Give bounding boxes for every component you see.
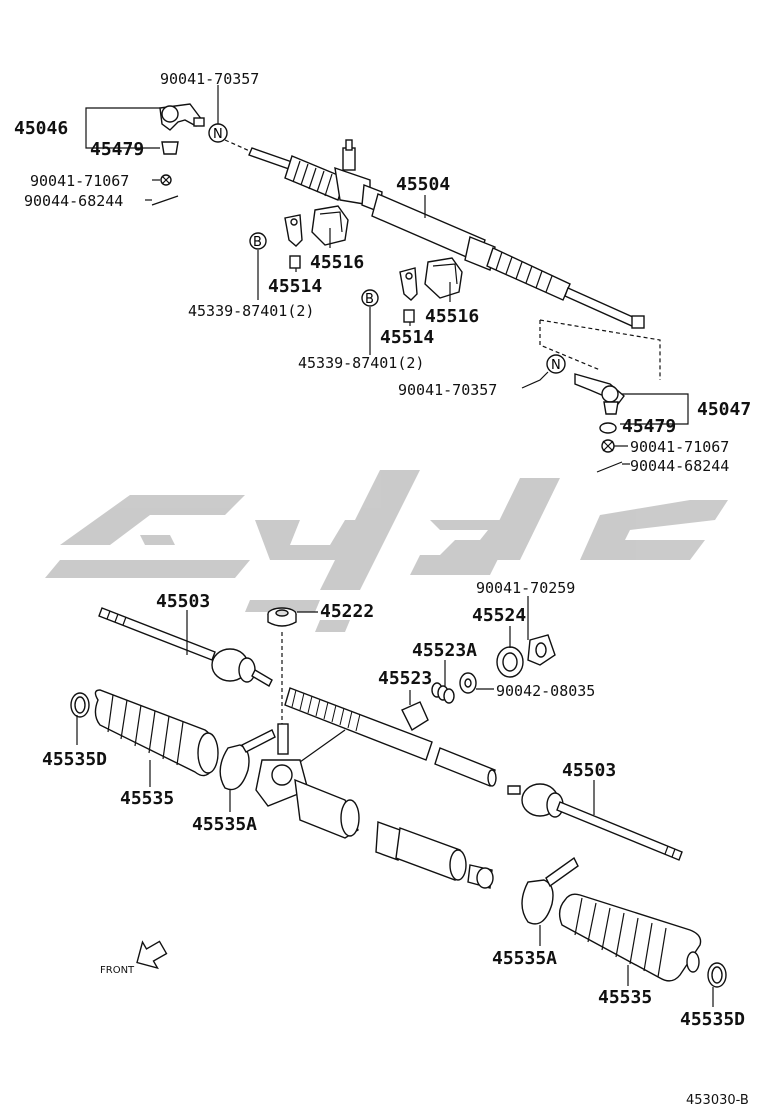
bellows-left xyxy=(94,689,219,777)
rack-assembly-top xyxy=(224,139,661,380)
label-90044-68244-top: 90044-68244 xyxy=(24,192,123,210)
adjuster-parts xyxy=(401,634,556,732)
boot-ring-left xyxy=(70,692,90,718)
tie-rod-end-right: N xyxy=(546,354,625,473)
tie-rod-end-left: N xyxy=(159,103,228,155)
nut-pin-left xyxy=(151,174,179,206)
label-45047: 45047 xyxy=(697,399,751,420)
watermark-logo xyxy=(45,470,728,632)
label-45516-a: 45516 xyxy=(310,252,364,273)
label-90041-70357-top: 90041-70357 xyxy=(160,70,259,88)
label-45524: 45524 xyxy=(472,605,526,626)
inner-tie-rod-left xyxy=(98,607,273,687)
reference-code: 453030-B xyxy=(686,1093,749,1108)
label-90041-70357-mid: 90041-70357 xyxy=(398,381,497,399)
label-45504: 45504 xyxy=(396,174,450,195)
inner-tie-rod-right xyxy=(507,783,683,861)
label-45046: 45046 xyxy=(14,118,68,139)
label-45535-right: 45535 xyxy=(598,987,652,1008)
label-90041-71067-right: 90041-71067 xyxy=(630,438,729,456)
clamp-group-a: B xyxy=(249,205,349,269)
boot-clamp-left xyxy=(219,729,276,791)
label-45479-top: 45479 xyxy=(90,139,144,160)
clamp-group-b: B xyxy=(361,257,463,323)
label-90042-08035: 90042-08035 xyxy=(496,682,595,700)
label-45535D-left: 45535D xyxy=(42,749,107,770)
label-90041-71067-top: 90041-71067 xyxy=(30,172,129,190)
label-45479-right: 45479 xyxy=(622,416,676,437)
boot-ring-right xyxy=(707,962,727,988)
label-45503-right: 45503 xyxy=(562,760,616,781)
rack-housing xyxy=(255,687,497,889)
leader-lines xyxy=(76,85,714,1007)
label-45523: 45523 xyxy=(378,668,432,689)
label-45339-87401-a: 45339-87401(2) xyxy=(188,302,314,320)
front-arrow-icon xyxy=(136,940,168,970)
part-labels: 90041-70357 45046 45479 90041-71067 9004… xyxy=(14,70,751,1108)
label-45514-b: 45514 xyxy=(380,327,434,348)
label-45516-b: 45516 xyxy=(425,306,479,327)
svg-text:B: B xyxy=(253,235,262,250)
svg-text:B: B xyxy=(365,292,374,307)
svg-text:N: N xyxy=(551,358,561,373)
front-label: FRONT xyxy=(100,965,135,976)
label-45503-left: 45503 xyxy=(156,591,210,612)
label-90041-70259: 90041-70259 xyxy=(476,579,575,597)
boot-clamp-right xyxy=(521,856,579,925)
bushing-45222 xyxy=(267,607,297,730)
label-45523A: 45523A xyxy=(412,640,477,661)
label-45535A-right: 45535A xyxy=(492,948,557,969)
label-45535D-right: 45535D xyxy=(680,1009,745,1030)
bellows-right xyxy=(558,893,702,982)
label-90044-68244-right: 90044-68244 xyxy=(630,457,729,475)
label-45222: 45222 xyxy=(320,601,374,622)
svg-text:N: N xyxy=(213,127,223,142)
label-45339-87401-b: 45339-87401(2) xyxy=(298,354,424,372)
label-45535-left: 45535 xyxy=(120,788,174,809)
label-45514-a: 45514 xyxy=(268,276,322,297)
label-45535A-left: 45535A xyxy=(192,814,257,835)
